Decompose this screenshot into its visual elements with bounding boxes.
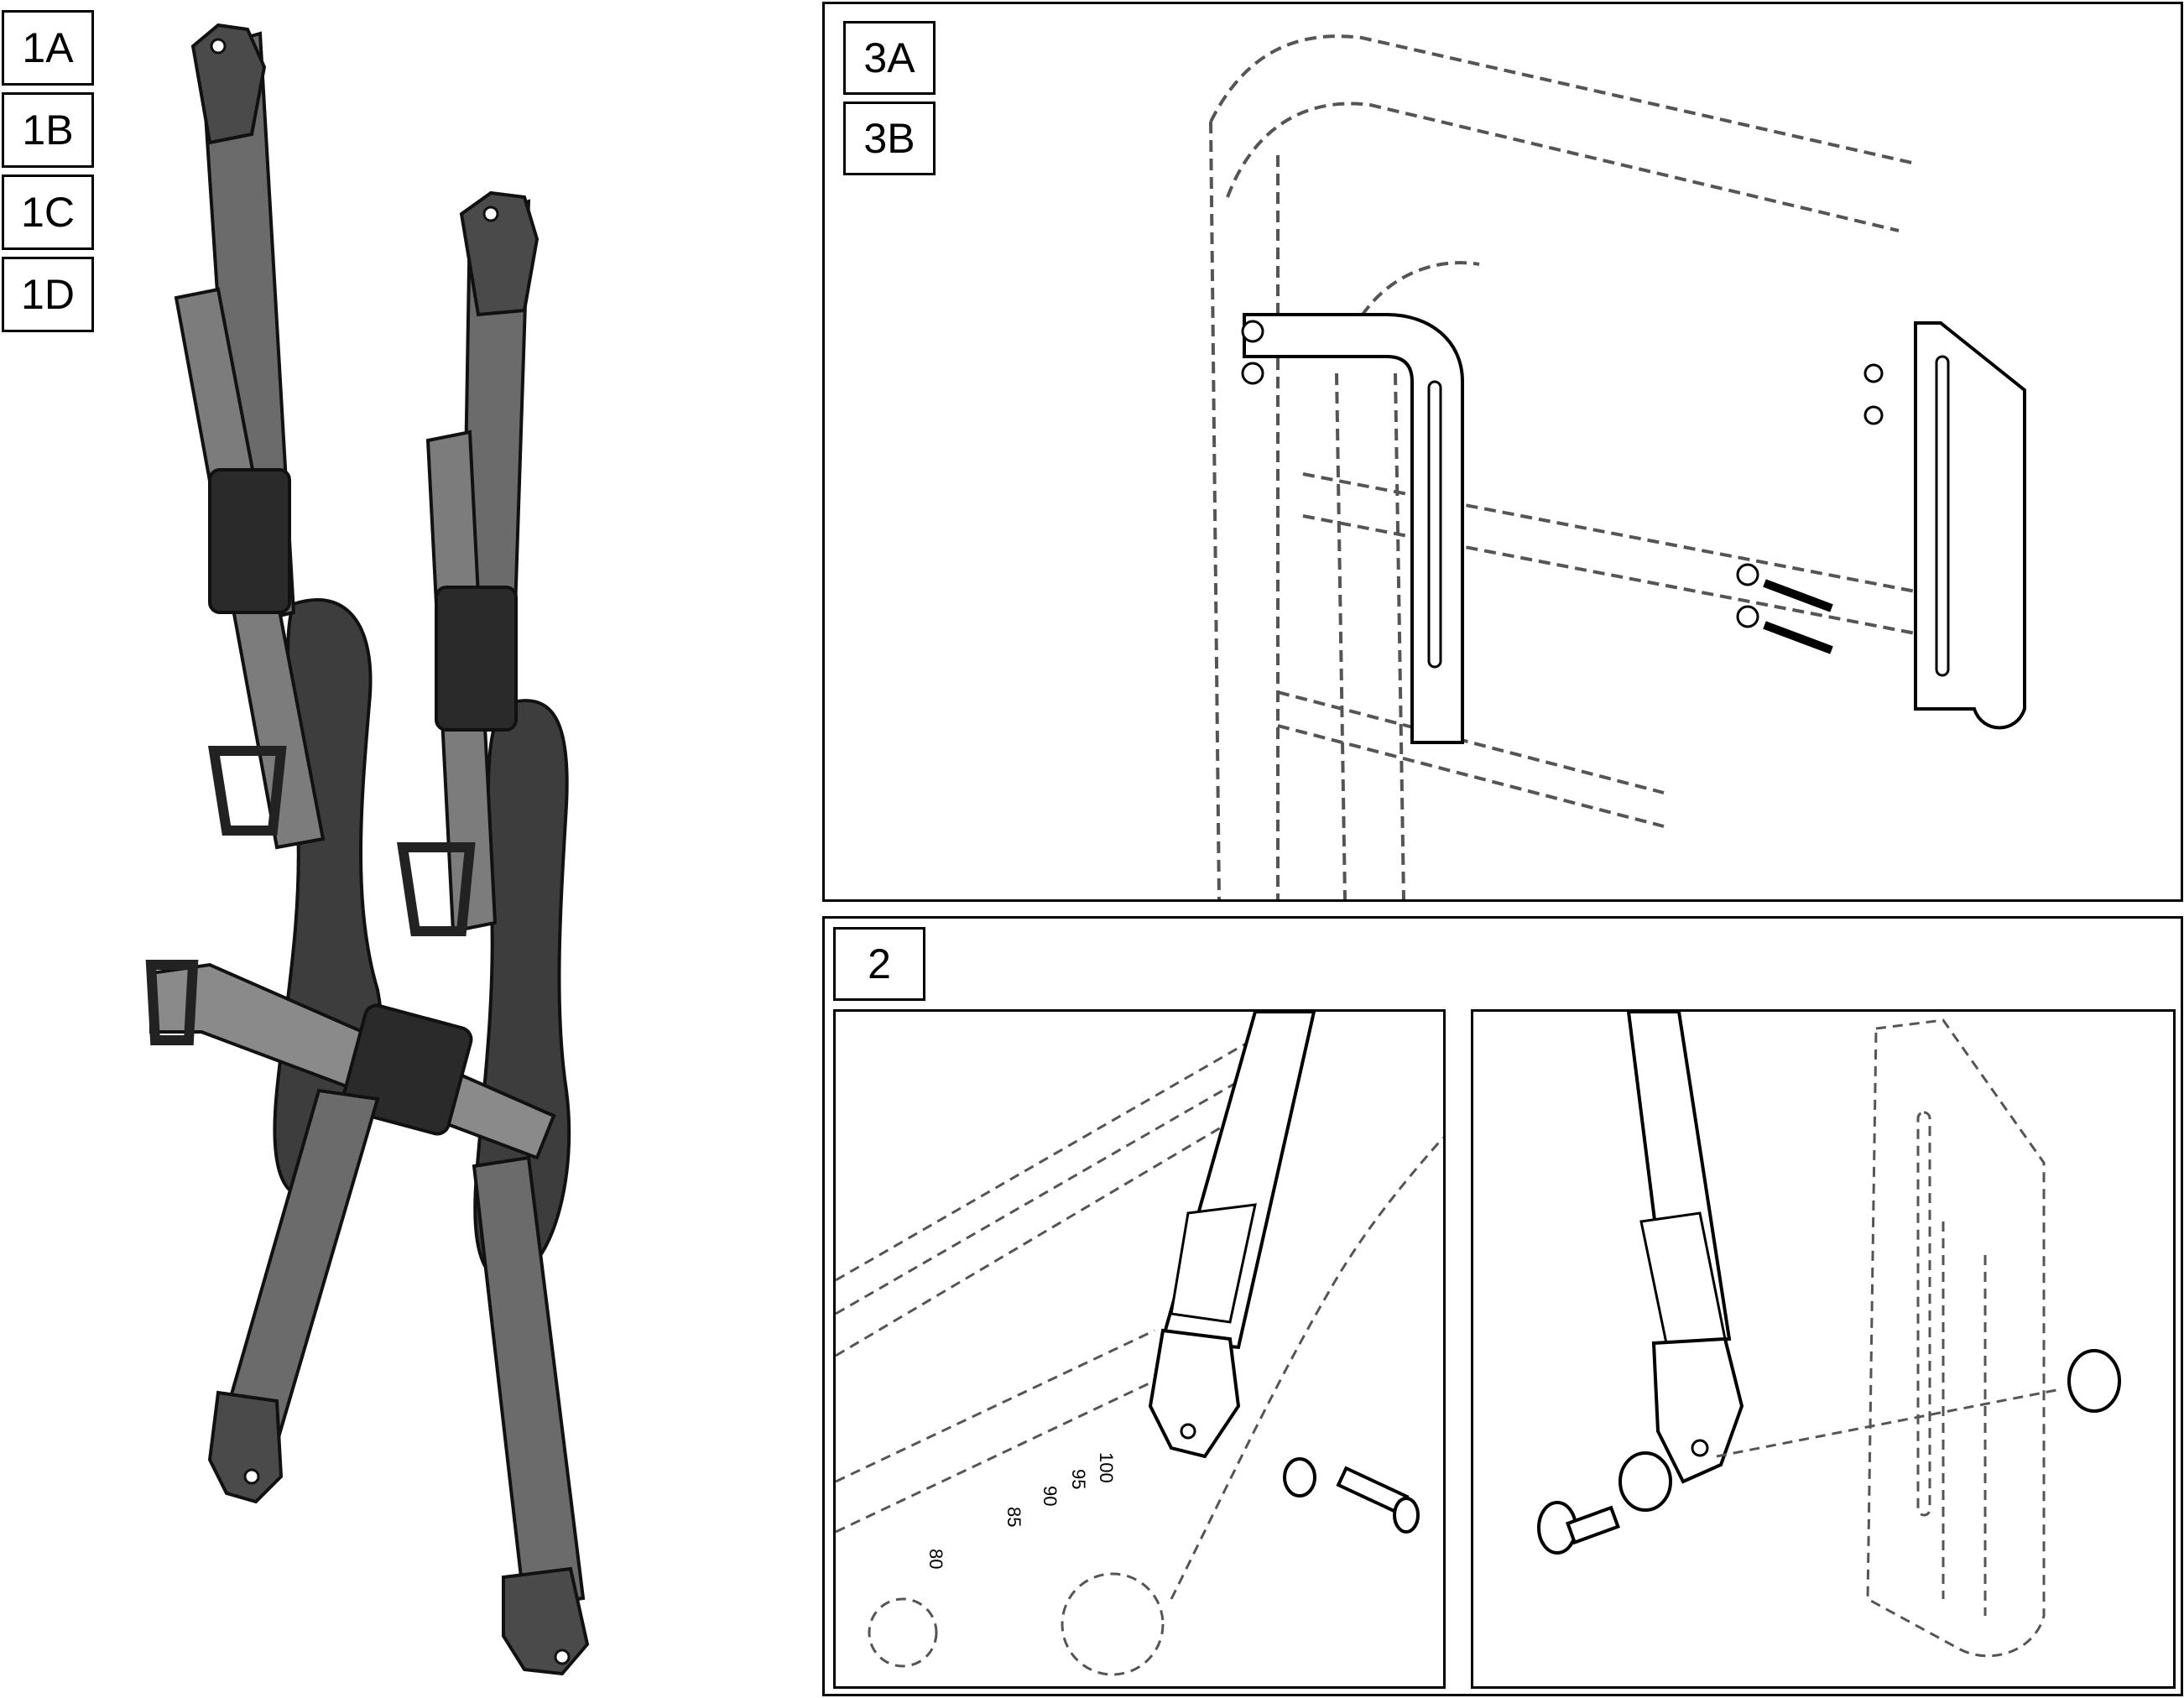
scale-mark-100: 100 xyxy=(1096,1452,1117,1483)
scale-marks: 100 95 90 85 80 xyxy=(925,1452,1117,1569)
frame-mount-illustration: 100 95 90 85 80 xyxy=(836,1012,1443,1676)
washer-left xyxy=(1283,1457,1316,1497)
panel-back-bracket: 3A 3B xyxy=(822,2,2183,902)
callout-3b: 3B xyxy=(843,102,936,175)
callout-1a: 1A xyxy=(2,10,94,86)
callout-1b: 1B xyxy=(2,92,94,168)
harness-buckle-right-upper xyxy=(435,586,518,732)
bracket-mount-illustration xyxy=(1537,1012,2121,1658)
harness-strap-lower-right xyxy=(472,1155,586,1609)
callout-2: 2 xyxy=(833,927,925,1001)
shoulder-harness-illustration xyxy=(145,23,590,1676)
left-back-bracket xyxy=(1243,313,1464,744)
bolt-left xyxy=(1336,1466,1420,1534)
harness-end-plate-bottom-left xyxy=(207,1390,284,1504)
bolt-right xyxy=(1537,1501,1620,1555)
harness-end-plate-top-right xyxy=(459,190,539,317)
washer-right xyxy=(1618,1451,1672,1512)
scale-mark-95: 95 xyxy=(1068,1469,1089,1489)
scale-mark-80: 80 xyxy=(925,1549,946,1569)
back-bracket-illustration xyxy=(1209,34,2026,899)
subpanel-frame-mount: 100 95 90 85 80 xyxy=(833,1009,1446,1689)
spacer-right xyxy=(2067,1349,2121,1413)
callout-3a: 3A xyxy=(843,21,936,95)
scale-mark-90: 90 xyxy=(1040,1486,1061,1506)
bolt-upper xyxy=(1736,563,1833,612)
bolt-lower xyxy=(1736,605,1833,654)
right-back-bracket xyxy=(1914,321,2026,730)
panel-strap-mount: 2 xyxy=(822,916,2183,1696)
mount-end-plate-left xyxy=(1148,1328,1241,1459)
harness-buckle-left-upper xyxy=(208,468,291,614)
callout-1d: 1D xyxy=(2,257,94,332)
harness-end-plate-bottom-right xyxy=(502,1566,590,1676)
subpanel-bracket-mount xyxy=(1471,1009,2176,1689)
harness-d-ring-left xyxy=(207,746,287,836)
callout-1c: 1C xyxy=(2,174,94,250)
harness-d-ring-right xyxy=(397,842,476,936)
harness-chest-d-ring xyxy=(145,960,199,1045)
mount-end-plate-right xyxy=(1651,1336,1744,1484)
harness-end-plate-top-left xyxy=(190,23,267,145)
scale-mark-85: 85 xyxy=(1003,1507,1024,1527)
